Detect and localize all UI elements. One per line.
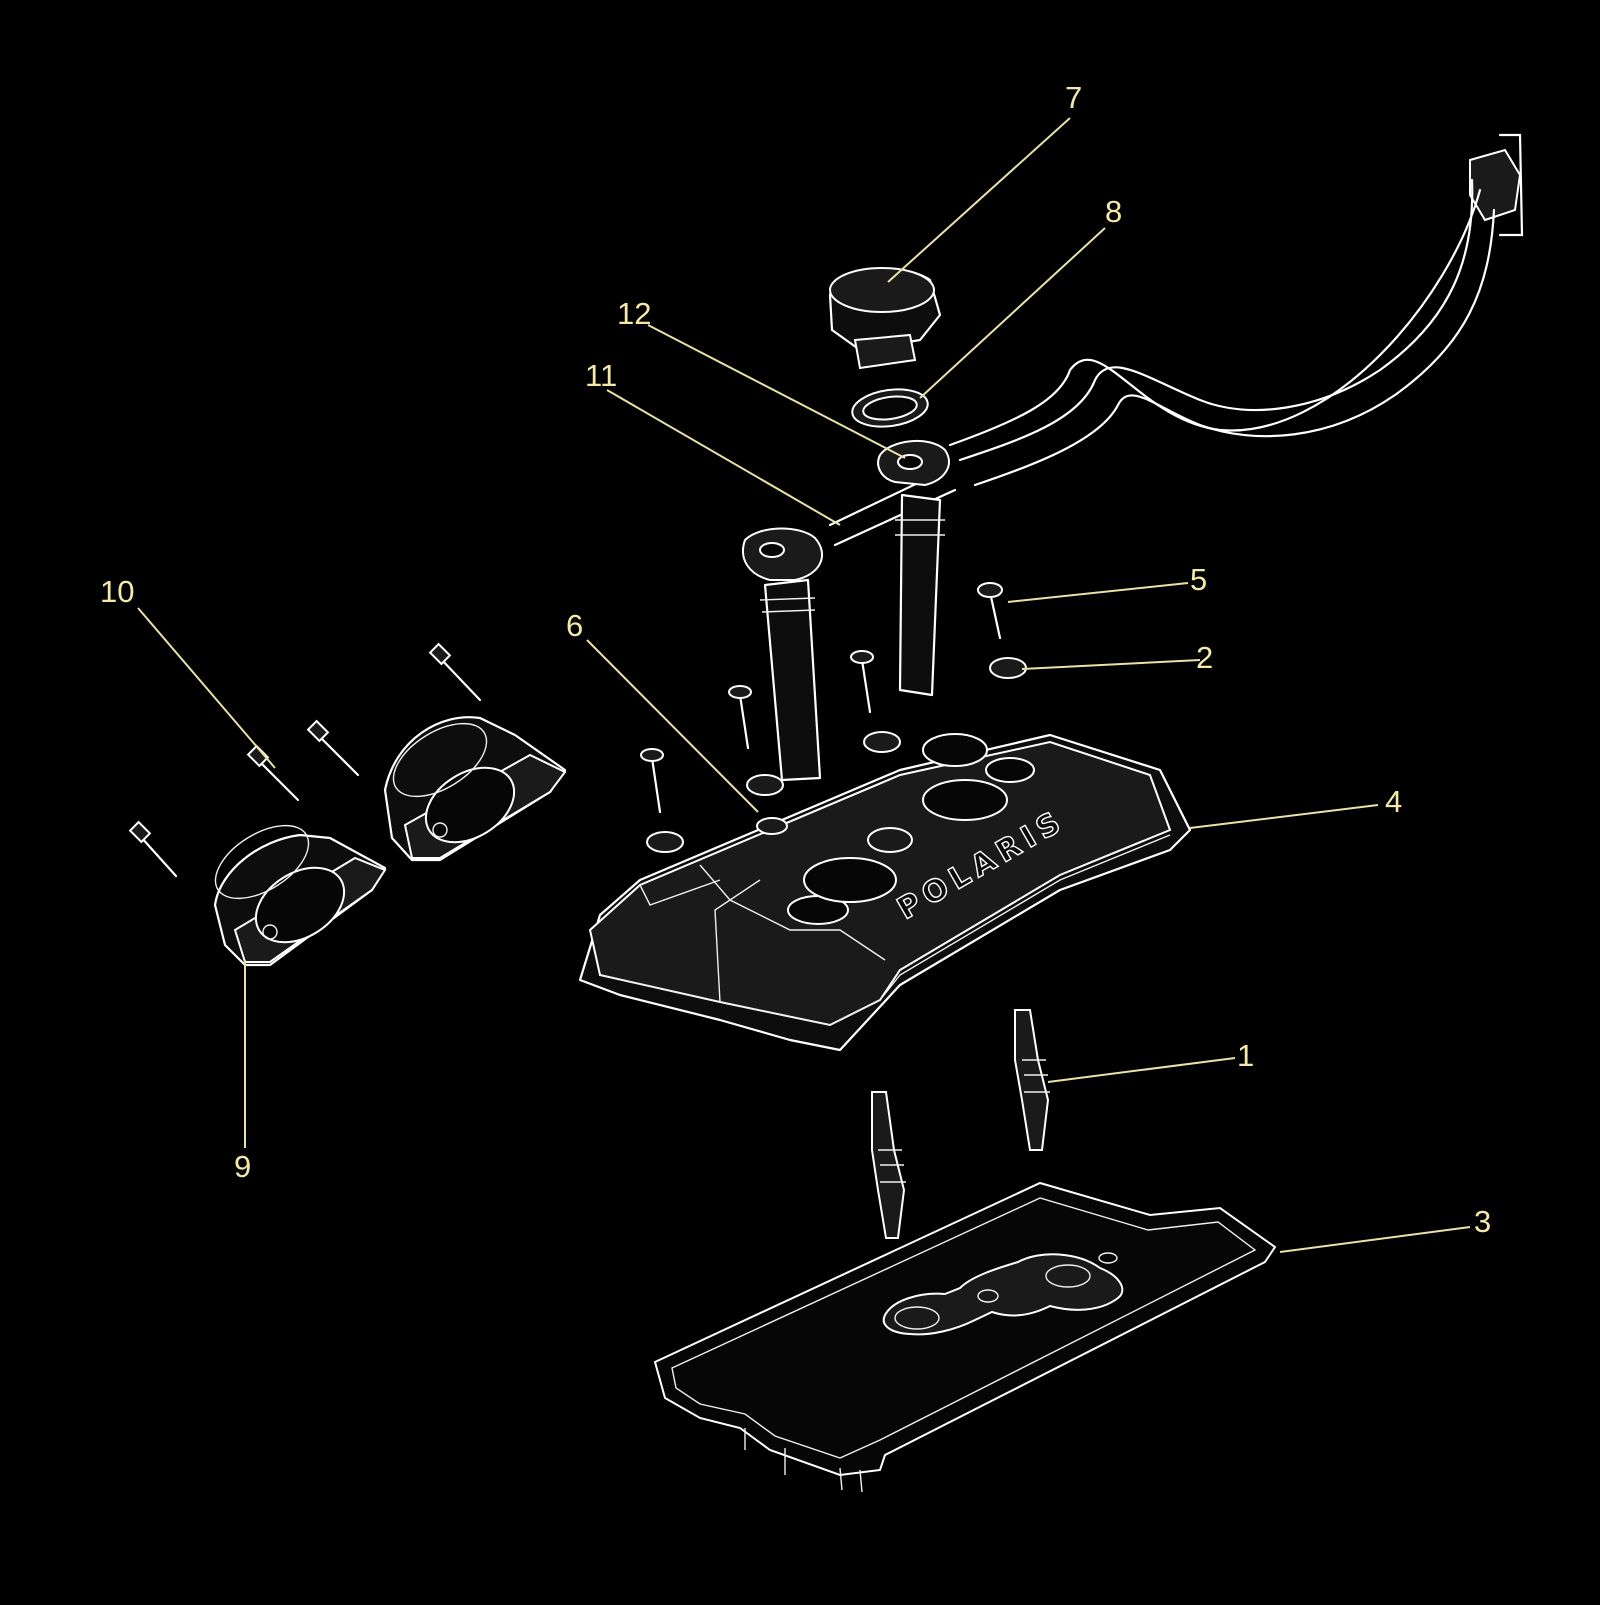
leader-line-1 [1047,1057,1236,1083]
intake-boot-front [213,824,387,967]
callout-11: 11 [585,358,617,393]
leader-line-11 [606,389,841,526]
callout-4: 4 [1385,784,1402,819]
callout-7: 7 [1065,80,1082,115]
valve-cover-gasket [653,1181,1277,1493]
leader-line-5 [1007,582,1189,603]
callout-1: 1 [1237,1038,1254,1073]
callout-6: 6 [566,608,583,643]
leader-line-3 [1279,1226,1471,1253]
ignition-coil-and-hose [742,133,1524,782]
callout-5: 5 [1190,562,1207,597]
callout-2: 2 [1196,640,1213,675]
callout-numbers: 1 2 3 4 5 6 7 8 9 10 11 12 [100,80,1491,1239]
valve-cover: POLARIS [578,733,1192,1052]
leader-line-6 [586,639,759,813]
callout-3: 3 [1474,1204,1491,1239]
leader-line-4 [1189,804,1379,829]
callout-9: 9 [234,1149,251,1184]
leader-line-8 [919,227,1106,399]
oil-filler-cap [828,267,942,370]
callout-10: 10 [100,574,134,609]
intake-bolts [128,642,482,878]
spark-plugs [871,1009,1050,1239]
cap-o-ring [851,388,929,428]
leader-line-7 [887,117,1071,283]
leader-line-12 [647,324,906,459]
callout-12: 12 [617,296,651,331]
leader-line-2 [1021,659,1201,670]
leader-lines [137,117,1471,1253]
leader-line-10 [137,607,276,769]
callout-8: 8 [1105,194,1122,229]
intake-boot-rear [383,716,567,862]
cover-bolts-and-washers [640,582,1027,853]
